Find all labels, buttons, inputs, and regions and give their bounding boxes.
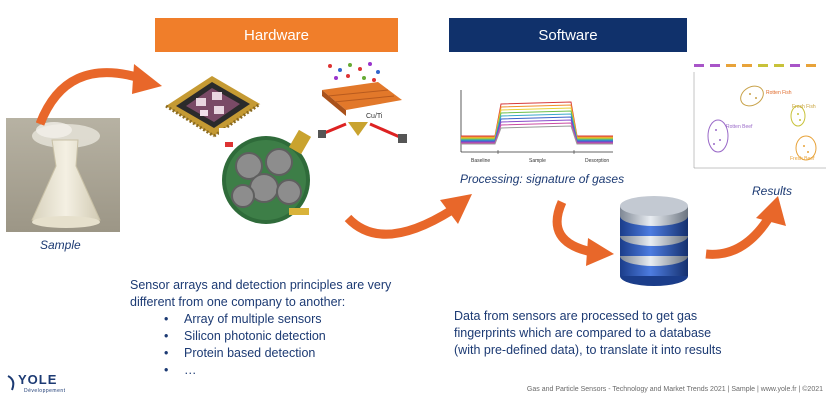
label-rotten-beef: Rotten Beef — [726, 124, 753, 130]
logo-subtitle: Développement — [24, 388, 66, 394]
software-line3: (with pre-defined data), to translate it… — [454, 343, 722, 357]
label-fresh-beef: Fresh Beef — [790, 156, 815, 162]
hardware-header-label: Hardware — [243, 26, 310, 44]
hardware-intro-line1: Sensor arrays and detection principles a… — [130, 278, 392, 292]
label-rotten-fish: Rotten Fish — [766, 90, 792, 96]
yole-logo: YOLE Développement — [6, 368, 76, 398]
software-header: Software — [449, 18, 687, 52]
processing-caption: Processing: signature of gases — [460, 172, 625, 186]
software-line1: Data from sensors are processed to get g… — [454, 309, 698, 323]
arrow-processing-to-database — [552, 200, 614, 266]
arrow-database-to-results — [705, 196, 786, 259]
arrow-sample-to-hardware — [36, 64, 162, 126]
processing-signature-chart: Baseline Sample Desorption — [453, 88, 618, 166]
yole-logo-mark-icon — [7, 375, 15, 391]
hardware-description: Sensor arrays and detection principles a… — [130, 277, 430, 379]
database-icon — [620, 196, 688, 286]
photonic-detection-image: Cu/Ti — [318, 62, 407, 143]
hardware-intro-line2: different from one company to another: — [130, 295, 346, 309]
chart-label-desorption: Desorption — [585, 158, 609, 164]
hardware-header: Hardware — [155, 18, 398, 52]
chart-label-sample: Sample — [529, 158, 546, 164]
bullet-item: Array of multiple sensors — [164, 311, 430, 328]
sensor-array-board-image — [219, 128, 314, 228]
bullet-item: Silicon photonic detection — [164, 328, 430, 345]
software-header-label: Software — [538, 26, 598, 44]
svg-text:Cu/Ti: Cu/Ti — [366, 113, 383, 120]
sample-flask-image — [6, 118, 120, 232]
sensor-chip-image — [165, 76, 261, 138]
sample-caption: Sample — [40, 238, 81, 252]
bullet-item: … — [164, 362, 430, 379]
footer-text: Gas and Particle Sensors - Technology an… — [526, 386, 823, 393]
bullet-item: Protein based detection — [164, 345, 430, 362]
software-description: Data from sensors are processed to get g… — [454, 308, 784, 359]
results-caption: Results — [752, 184, 793, 198]
logo-name: YOLE — [18, 372, 58, 387]
software-line2: fingerprints which are compared to a dat… — [454, 326, 712, 340]
results-scatter-chart: Rotten Fish Fresh Fish Rotten Beef Fresh… — [690, 60, 830, 172]
arrow-hardware-to-software — [344, 194, 472, 239]
chart-label-baseline: Baseline — [471, 158, 490, 164]
hardware-bullet-list: Array of multiple sensors Silicon photon… — [164, 311, 430, 379]
label-fresh-fish: Fresh Fish — [792, 104, 816, 110]
